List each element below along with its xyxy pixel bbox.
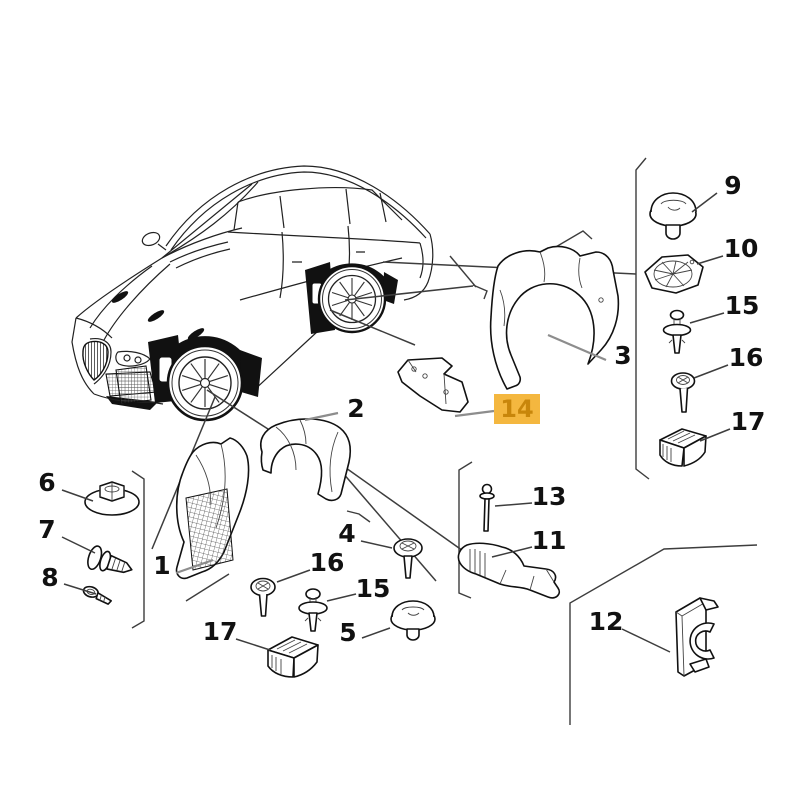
- callout-label-6[interactable]: 6: [38, 468, 55, 497]
- callout-label-15a[interactable]: 15: [725, 291, 760, 320]
- callout-12[interactable]: 12: [589, 607, 671, 653]
- callout-label-14[interactable]: 14: [500, 395, 533, 423]
- callout-label-13[interactable]: 13: [532, 482, 567, 511]
- callout-2[interactable]: 2: [304, 394, 365, 423]
- vehicle-illustration: [71, 165, 434, 422]
- callout-label-3[interactable]: 3: [614, 341, 631, 370]
- part-drawing-shield-14: [397, 357, 469, 413]
- callout-label-16b[interactable]: 16: [310, 548, 345, 577]
- callout-label-2[interactable]: 2: [347, 394, 364, 423]
- side-mirror-icon: [141, 231, 167, 251]
- part-drawing-rivet-15a: [662, 309, 692, 354]
- callout-15-right[interactable]: 15: [689, 291, 760, 324]
- callout-label-15b[interactable]: 15: [356, 574, 391, 603]
- part-drawing-nut-6: [84, 481, 140, 516]
- headlight-icon: [115, 350, 151, 367]
- part-drawing-screw-16b: [250, 577, 276, 617]
- part-drawing-screw-8: [82, 585, 112, 605]
- group-frames: [131, 157, 758, 725]
- callout-4[interactable]: 4: [338, 519, 393, 549]
- callout-10[interactable]: 10: [696, 234, 759, 265]
- callout-16-bottom[interactable]: 16: [276, 548, 345, 583]
- callout-label-9[interactable]: 9: [724, 171, 741, 200]
- part-drawing-screw-16a: [670, 372, 696, 413]
- part-drawing-pipeclip-12: [675, 597, 719, 677]
- callout-14-highlighted[interactable]: 14: [454, 394, 540, 424]
- callout-6[interactable]: 6: [38, 468, 94, 502]
- part-drawing-cagenut-17b: [267, 636, 319, 678]
- grille-shield-icon: [82, 337, 112, 385]
- callout-1[interactable]: 1: [153, 551, 214, 580]
- part-drawing-bracket-11: [457, 542, 561, 599]
- callout-15-bottom[interactable]: 15: [326, 574, 391, 603]
- part-drawing-bolt-13: [479, 483, 495, 532]
- callout-label-11[interactable]: 11: [532, 526, 567, 555]
- callout-17-bottom[interactable]: 17: [203, 617, 271, 651]
- callout-label-17b[interactable]: 17: [203, 617, 238, 646]
- callout-16-right[interactable]: 16: [693, 343, 764, 379]
- callout-label-1[interactable]: 1: [153, 551, 170, 580]
- callout-7[interactable]: 7: [38, 515, 96, 554]
- callout-label-7[interactable]: 7: [38, 515, 55, 544]
- callout-label-4[interactable]: 4: [338, 519, 355, 548]
- callout-11[interactable]: 11: [491, 526, 567, 558]
- callout-17-right[interactable]: 17: [699, 407, 766, 442]
- part-drawing-grommet-10: [644, 254, 704, 294]
- part-drawing-screw-4: [393, 538, 423, 579]
- part-drawing-cagenut-17a: [659, 428, 707, 467]
- callout-14-highlight-box[interactable]: [494, 394, 540, 424]
- part-drawing-clip-9: [649, 192, 697, 240]
- callout-label-8[interactable]: 8: [41, 563, 58, 592]
- callout-label-16a[interactable]: 16: [729, 343, 764, 372]
- part-drawing-liner-2: [260, 418, 352, 502]
- callout-5[interactable]: 5: [339, 618, 391, 647]
- callout-8[interactable]: 8: [41, 563, 97, 595]
- callout-13[interactable]: 13: [494, 482, 567, 511]
- part-drawing-clip-5: [390, 600, 436, 641]
- callout-9[interactable]: 9: [691, 171, 742, 213]
- front-wheel-icon: [166, 344, 244, 422]
- part-drawing-liner-1: [175, 437, 250, 580]
- callout-3[interactable]: 3: [547, 333, 632, 370]
- hood-vents-icon: [111, 291, 205, 340]
- part-drawing-liner-3: [489, 245, 620, 390]
- part-drawing-rivet-15b: [298, 588, 328, 632]
- callout-label-17a[interactable]: 17: [731, 407, 766, 436]
- callout-label-5[interactable]: 5: [339, 618, 356, 647]
- part-drawing-rivet-7: [87, 545, 133, 574]
- callout-label-12[interactable]: 12: [589, 607, 624, 636]
- callout-label-10[interactable]: 10: [724, 234, 759, 263]
